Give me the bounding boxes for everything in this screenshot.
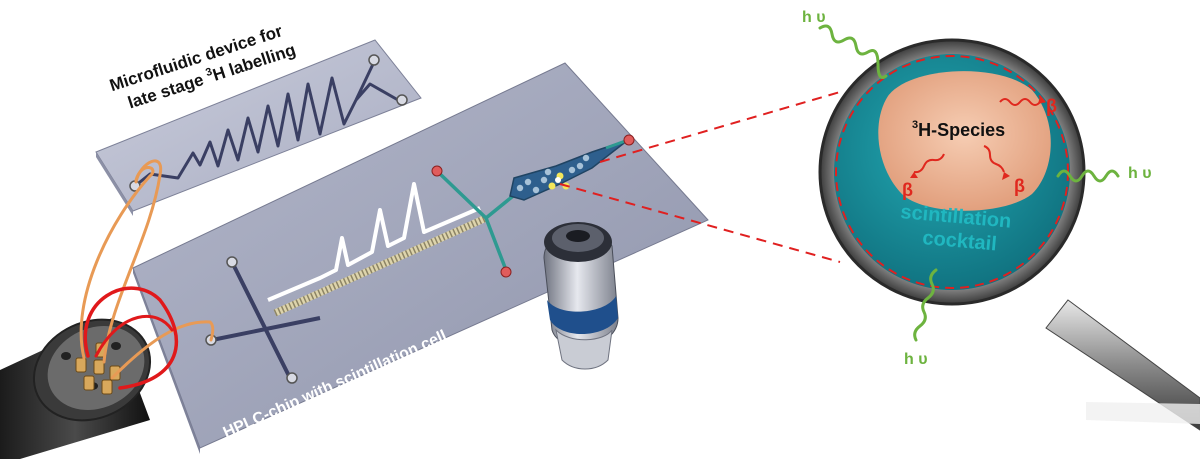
hplc-chip xyxy=(132,62,709,454)
species-label: 3H-Species xyxy=(912,119,1005,140)
photon-label-right: h υ xyxy=(1128,165,1152,182)
chromatogram-peaks xyxy=(267,182,481,302)
photon-label-bottom: h υ xyxy=(904,351,928,368)
rotary-valve xyxy=(0,318,152,459)
magnifying-glass xyxy=(818,38,1200,431)
red-loop xyxy=(83,286,179,390)
beta-label-3: β xyxy=(1014,176,1025,196)
cell-beads xyxy=(516,154,590,194)
microscope-objective xyxy=(543,222,619,370)
magnification-lines xyxy=(559,91,841,263)
orange-tube-3 xyxy=(110,320,215,380)
microfluidic-chip xyxy=(95,39,422,216)
beta-emissions xyxy=(913,98,1041,174)
beta-arrowheads xyxy=(910,96,1046,180)
tubing xyxy=(79,159,215,390)
serpentine-channel xyxy=(134,61,399,188)
photon-label-top: h υ xyxy=(802,9,826,26)
photon-waves xyxy=(818,24,1120,342)
magnifier-handle xyxy=(1045,299,1200,431)
injection-cross-channel xyxy=(211,261,321,379)
beta-label-2: β xyxy=(902,180,913,200)
beta-label-1: β xyxy=(1046,96,1057,116)
orange-tube-1 xyxy=(79,166,155,360)
orange-tube-2 xyxy=(102,159,163,364)
